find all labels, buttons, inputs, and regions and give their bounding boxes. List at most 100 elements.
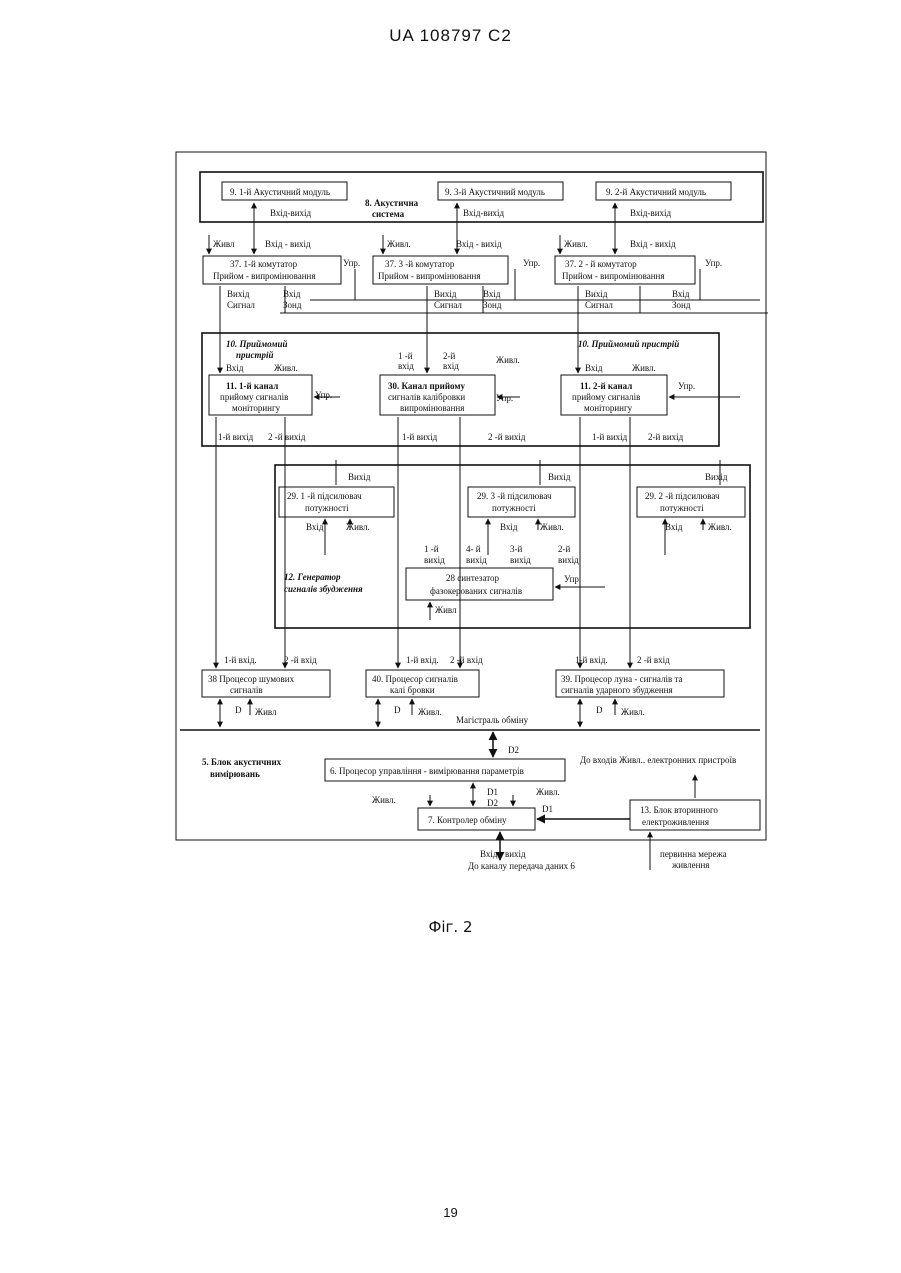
patent-number: UA 108797 C2 — [0, 26, 901, 46]
amp3-out: Вихід — [548, 472, 571, 482]
probe-sw2: Зонд — [672, 300, 691, 310]
proc40-d: D — [394, 705, 401, 715]
switch-1-sub: Прийом - випромінювання — [213, 271, 316, 281]
chan30-title: 30. Канал прийому — [388, 381, 465, 391]
ctrl-sw1: Упр. — [343, 258, 360, 268]
proc38-power: Живл — [255, 707, 277, 717]
mains-label: первинна мережа — [660, 849, 727, 859]
chan30-sub2: випромінювання — [400, 403, 464, 413]
proc40-in2: 2 -й вхід — [450, 655, 483, 665]
amp1-power: Живл. — [346, 522, 370, 532]
ctrl-chan30: Упр. — [496, 393, 513, 403]
ctrl7-title: 7. Контролер обміну — [428, 815, 507, 825]
synth-o4-b: вихід — [466, 555, 487, 565]
proc38-title: 38 Процесор шумових — [208, 674, 295, 684]
out-sw2: Вихід — [585, 289, 608, 299]
proc39-power: Живл. — [621, 707, 645, 717]
power-chan30: Живл. — [496, 355, 520, 365]
signal-sw2: Сигнал — [585, 300, 613, 310]
probe-sw1: Зонд — [283, 300, 302, 310]
ctrl-sw3: Упр. — [523, 258, 540, 268]
amp1-out: Вихід — [348, 472, 371, 482]
synth-ctrl: Упр. — [564, 574, 581, 584]
d1-label-b: D1 — [542, 804, 553, 814]
d2-label-b: D2 — [487, 798, 498, 808]
mains-label-2: живлення — [671, 860, 709, 870]
out-sw3: Вихід — [434, 289, 457, 299]
receiver-1-title: 10. Приймомий — [226, 339, 288, 349]
synth-o2-b: вихід — [558, 555, 579, 565]
synth-o4: 4- й — [466, 544, 481, 554]
chan2-sub2: моніторингу — [584, 403, 633, 413]
io-label-1: Вхід-вихід — [270, 208, 312, 218]
amp2-title: 29. 2 -й підсилювач — [645, 491, 720, 501]
ctrl-sw2: Упр. — [705, 258, 722, 268]
in-chan1: Вхід — [226, 363, 244, 373]
figure-caption: Фіг. 2 — [0, 918, 901, 936]
chan30-out1: 1-й вихід — [402, 432, 438, 442]
synth-title: 28 синтезатор — [446, 573, 500, 583]
psu13-sub: електроживлення — [642, 817, 709, 827]
power-sw2: Живл. — [564, 239, 588, 249]
block-diagram: 9. 1-й Акустичний модуль 9. 3-й Акустичн… — [160, 135, 800, 915]
receiver-1-title-2: пристрій — [236, 350, 274, 360]
signal-sw1: Сигнал — [227, 300, 255, 310]
probe-sw3: Зонд — [483, 300, 502, 310]
switch-1-title: 37. 1-й комутатор — [230, 259, 298, 269]
synth-sub: фазокерованих сигналів — [430, 586, 522, 596]
proc38-in1: 1-й вхід. — [224, 655, 257, 665]
io-label-2: Вхід-вихід — [630, 208, 672, 218]
receiver-2-title: 10. Приймомий пристрій — [578, 339, 679, 349]
power-chan2: Живл. — [632, 363, 656, 373]
proc39-d: D — [596, 705, 603, 715]
acoustic-system-title-2: система — [372, 209, 405, 219]
ext-io-label: Вхід - вихід — [480, 849, 526, 859]
io-sw1: Вхід - вихід — [265, 239, 311, 249]
amp1-in: Вхід — [306, 522, 324, 532]
amp3-power: Живл. — [540, 522, 564, 532]
acoustic-module-3: 9. 3-й Акустичний модуль — [445, 187, 545, 197]
amp3-sub: потужності — [492, 503, 536, 513]
chan1-out1: 1-й вихід — [218, 432, 254, 442]
proc38-d: D — [235, 705, 242, 715]
acoustic-module-1: 9. 1-й Акустичний модуль — [230, 187, 330, 197]
page-number: 19 — [0, 1205, 901, 1220]
switch-2-sub: Прийом - випромінювання — [562, 271, 665, 281]
chan1-sub: прийому сигналів — [220, 392, 288, 402]
proc40-sub: калі бровки — [390, 685, 435, 695]
amp2-out: Вихід — [705, 472, 728, 482]
synth-o3: 3-й — [510, 544, 522, 554]
proc39-title: 39. Процесор луна - сигналів та — [561, 674, 683, 684]
in-chan2: Вхід — [585, 363, 603, 373]
switch-3-title: 37. 3 -й комутатор — [385, 259, 455, 269]
synth-power: Живл — [435, 605, 457, 615]
chan30-sub: сигналів калібровки — [388, 392, 465, 402]
amp1-sub: потужності — [305, 503, 349, 513]
proc39-in2: 2 -й вхід — [637, 655, 670, 665]
in2-chan30-b: вхід — [443, 361, 459, 371]
chan2-sub: прийому сигналів — [572, 392, 640, 402]
meas-title: 5. Блок акустичних — [202, 757, 282, 767]
synth-o3-b: вихід — [510, 555, 531, 565]
proc40-in1: 1-й вхід. — [406, 655, 439, 665]
io-label-3: Вхід-вихід — [463, 208, 505, 218]
amp2-sub: потужності — [660, 503, 704, 513]
gen-title-2: сигналів збудження — [284, 584, 363, 594]
ctrl7-power-label: Живл. — [372, 795, 396, 805]
amp1-title: 29. 1 -й підсилювач — [287, 491, 362, 501]
chan30-out2: 2 -й вихід — [488, 432, 526, 442]
proc40-title: 40. Процесор сигналів — [372, 674, 458, 684]
io-sw2: Вхід - вихід — [630, 239, 676, 249]
bus-label: Магістраль обміну — [456, 715, 529, 725]
psu13-title: 13. Блок вторинного — [640, 805, 718, 815]
in1-chan30-b: вхід — [398, 361, 414, 371]
amp2-in: Вхід — [665, 522, 683, 532]
chan1-sub2: моніторингу — [232, 403, 281, 413]
out-sw1: Вихід — [227, 289, 250, 299]
proc39-sub: сигналів ударного збудження — [561, 685, 673, 695]
synth-o1: 1 -й — [424, 544, 439, 554]
meas-title-2: вимірювань — [210, 769, 260, 779]
acoustic-system-title: 8. Акустична — [365, 198, 419, 208]
acoustic-module-2: 9. 2-й Акустичний модуль — [606, 187, 706, 197]
chan1-title: 11. 1-й канал — [226, 381, 278, 391]
